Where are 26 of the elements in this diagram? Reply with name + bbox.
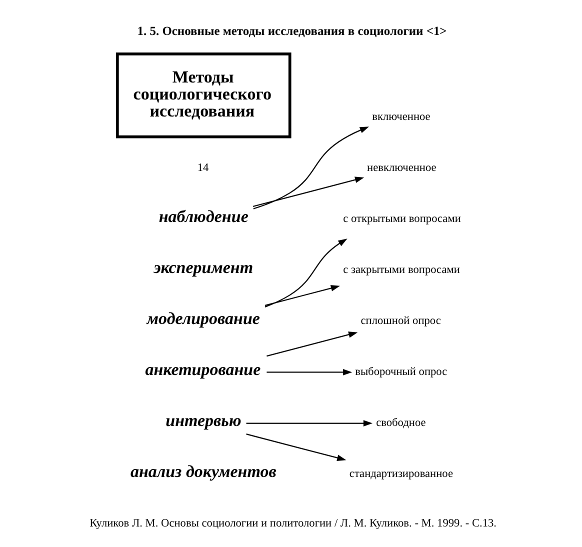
node-text: свободное [376,417,426,430]
arrow [246,420,373,426]
label: эксперимент [154,258,254,277]
node-text: сплошной опрос [360,314,441,327]
node-text: стандартизированное [349,468,454,480]
node-text: интервью [166,411,242,430]
arrow [264,238,348,308]
arrow [253,126,369,210]
node-text: выборочный опрос [355,366,448,378]
label: 14 [197,162,209,174]
arrow [266,332,358,357]
arrow [264,285,340,306]
node-text: невключенное [367,162,436,174]
node-text: с открытыми вопросами [343,212,461,225]
arrow [266,369,352,376]
caption: Куликов Л. М. Основы социологии и политологии / Л. М. Куликов. - М. 1999. - С.13. [90,518,497,530]
label: анализ документов [130,462,276,482]
node-text: наблюдение [158,206,248,226]
node-text: с закрытыми вопросами [343,264,460,276]
node-text: анкетирование [145,360,261,380]
arrow [246,434,346,461]
node-text: моделирование [146,308,260,328]
node-box: Методы социологического исследования [116,52,292,138]
node-text: включенное [372,110,430,123]
arrow [253,176,364,207]
diagram-title: 1. 5. Основные методы исследования в социологии <1> [137,24,447,38]
